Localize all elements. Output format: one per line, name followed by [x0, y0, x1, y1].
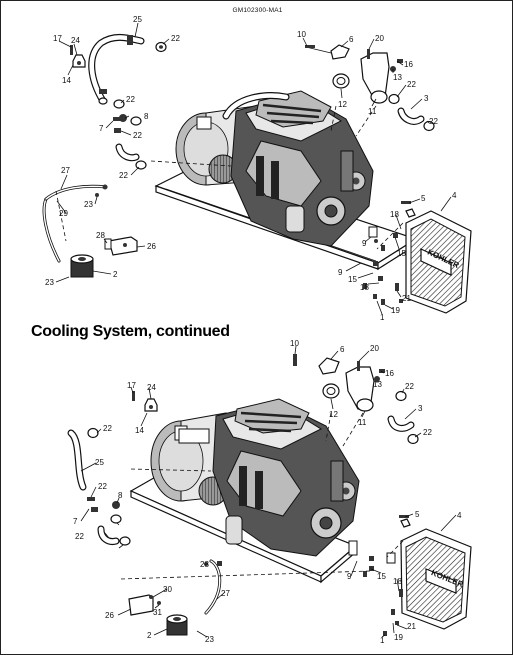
- callout: 4: [452, 191, 457, 200]
- callout: 14: [62, 76, 71, 85]
- callout: 18: [390, 210, 399, 219]
- callout: 19: [391, 306, 400, 315]
- callout: 31: [153, 608, 162, 617]
- callout: 23: [45, 278, 54, 287]
- callout: 22: [133, 131, 142, 140]
- callout: 27: [221, 589, 230, 598]
- callout: 15: [348, 275, 357, 284]
- callout: 16: [404, 60, 413, 69]
- callout: 1: [380, 636, 385, 645]
- callout: 22: [171, 34, 180, 43]
- callout: 6: [340, 345, 345, 354]
- callout: 10: [290, 339, 299, 348]
- callout: 20: [375, 34, 384, 43]
- callout: 17: [127, 381, 136, 390]
- callout: 20: [370, 344, 379, 353]
- callout: 29: [59, 209, 68, 218]
- callout: 16: [385, 369, 394, 378]
- callout: 25: [95, 458, 104, 467]
- callout: 11: [358, 418, 367, 427]
- callout: 22: [98, 482, 107, 491]
- callout: 12: [338, 100, 347, 109]
- bracket: [108, 236, 138, 256]
- callout: 22: [126, 95, 135, 104]
- callout: 12: [329, 410, 338, 419]
- callout: 13: [393, 73, 402, 82]
- callout: 22: [119, 171, 128, 180]
- callout: 3: [418, 404, 423, 413]
- callout: 22: [75, 532, 84, 541]
- callout: 23: [84, 200, 93, 209]
- callout: 19: [394, 633, 403, 642]
- callout: 25: [133, 15, 142, 24]
- callout: 9: [347, 572, 352, 581]
- callout: 9: [362, 239, 367, 248]
- callout: 9: [338, 268, 343, 277]
- callout: 24: [147, 383, 156, 392]
- callout: 4: [457, 511, 462, 520]
- callout: 13: [373, 380, 382, 389]
- callout: 7: [73, 517, 78, 526]
- callout: 26: [105, 611, 114, 620]
- callout: 8: [144, 112, 149, 121]
- callout: 30: [163, 585, 172, 594]
- callout: 22: [407, 80, 416, 89]
- callout: 22: [405, 382, 414, 391]
- callout: 22: [423, 428, 432, 437]
- callout: 23: [200, 560, 209, 569]
- callout: 24: [71, 36, 80, 45]
- diagram-top: KOHLER: [42, 22, 472, 315]
- callout: 11: [368, 107, 377, 116]
- callouts-bottom: 10 6 20 16 13 12 11 22 3 22 17 24 14 22 …: [73, 339, 462, 645]
- callout: 22: [429, 117, 438, 126]
- callout: 2: [147, 631, 152, 640]
- callout: 6: [349, 35, 354, 44]
- callout: 18: [360, 283, 369, 292]
- callout: 26: [147, 242, 156, 251]
- figure-id: GM102300-MA1: [232, 7, 283, 14]
- callout: 21: [402, 294, 411, 303]
- callout: 15: [377, 572, 386, 581]
- callout: 22: [103, 424, 112, 433]
- callout: 17: [53, 34, 62, 43]
- callout: 23: [205, 635, 214, 644]
- callout: 5: [421, 194, 426, 203]
- callout: 7: [99, 124, 104, 133]
- callout: 28: [96, 231, 105, 240]
- callout: 5: [415, 510, 420, 519]
- callout: 21: [407, 622, 416, 631]
- callout: 14: [135, 426, 144, 435]
- callout: 8: [118, 491, 123, 500]
- section-title: Cooling System, continued: [31, 323, 230, 340]
- callout: 3: [424, 94, 429, 103]
- callout: 1: [380, 313, 385, 322]
- callout: 18: [393, 577, 402, 586]
- callout: 15: [397, 249, 406, 258]
- callouts-top: 25 22 17 24 14 10 6 20 16 13 12 11 22 3 …: [45, 15, 457, 322]
- diagram-bottom: KOHLER: [67, 345, 472, 638]
- callout: 2: [113, 270, 118, 279]
- callout: 10: [297, 30, 306, 39]
- callout: 27: [61, 166, 70, 175]
